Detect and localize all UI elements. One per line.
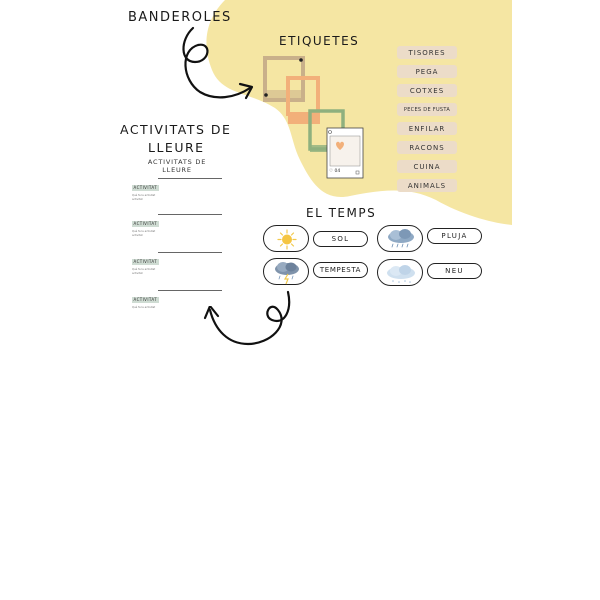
- activity-text: activitat: [132, 272, 143, 276]
- storm-cloud-icon: [275, 262, 299, 285]
- rain-cloud-icon: [388, 229, 414, 248]
- weather-label-neu: NEU: [427, 263, 482, 279]
- activity-text: activitat: [132, 198, 143, 202]
- label-pill: PECES DE FUSTA: [397, 103, 457, 116]
- label-pill: TISORES: [397, 46, 457, 59]
- orange-frame: [286, 76, 320, 124]
- banderoles-title: BANDEROLES: [128, 10, 232, 25]
- label-pill: CUINA: [397, 160, 457, 173]
- snow-weather-card: [377, 259, 423, 286]
- rain-weather-card: [377, 225, 423, 252]
- etiquetes-title: ETIQUETES: [279, 34, 360, 48]
- label-pill: ENFILAR: [397, 122, 457, 135]
- activity-text: activitat: [132, 234, 143, 238]
- activity-item: ACTIVITAT Què fa la activitat: [132, 286, 222, 310]
- social-photo-card: [326, 127, 364, 179]
- activity-tag: ACTIVITAT: [132, 184, 159, 191]
- activity-item: ACTIVITAT Què fa la activitat activitat: [132, 248, 222, 276]
- activity-item: ACTIVITAT Què fa la activitat activitat: [132, 210, 222, 238]
- label-pill: COTXES: [397, 84, 457, 97]
- label-pill: PEGA: [397, 65, 457, 78]
- sun-icon: [277, 229, 297, 250]
- snow-cloud-icon: [387, 265, 415, 283]
- sun-weather-card: [263, 225, 309, 252]
- activities-doc-title: ACTIVITATS DE LLEURE: [147, 158, 207, 174]
- activity-item: ACTIVITAT Què fa la activitat activitat: [132, 174, 222, 202]
- label-pill: RACONS: [397, 141, 457, 154]
- activity-line: [158, 252, 222, 253]
- activity-tag: ACTIVITAT: [132, 220, 159, 227]
- activity-line: [158, 290, 222, 291]
- activity-text: Què fa la activitat: [132, 306, 156, 309]
- activities-document: ACTIVITATS DE LLEURE ACTIVITAT Què fa la…: [128, 156, 224, 309]
- weather-label-sol: SOL: [313, 231, 368, 247]
- activitats-title-line1: ACTIVITATS DE: [120, 122, 232, 137]
- photo-card-likes: ♡ 04: [329, 169, 341, 174]
- activity-text: Què fa la activitat: [132, 194, 156, 197]
- activity-text: Què fa la activitat: [132, 230, 156, 233]
- activity-tag: ACTIVITAT: [132, 258, 159, 265]
- storm-weather-card: [263, 258, 309, 285]
- el-temps-title: EL TEMPS: [306, 206, 377, 220]
- weather-label-tempesta: TEMPESTA: [313, 262, 368, 278]
- activitats-title: ACTIVITATS DE LLEURE: [120, 121, 250, 157]
- activity-line: [158, 214, 222, 215]
- label-pill: ANIMALS: [397, 179, 457, 192]
- activity-line: [158, 178, 222, 179]
- activity-text: Què fa la activitat: [132, 268, 156, 271]
- label-pill-list: TISORES PEGA COTXES PECES DE FUSTA ENFIL…: [397, 46, 457, 198]
- weather-label-pluja: PLUJA: [427, 228, 482, 244]
- activity-tag: ACTIVITAT: [132, 296, 159, 303]
- activitats-title-line2: LLEURE: [148, 140, 205, 155]
